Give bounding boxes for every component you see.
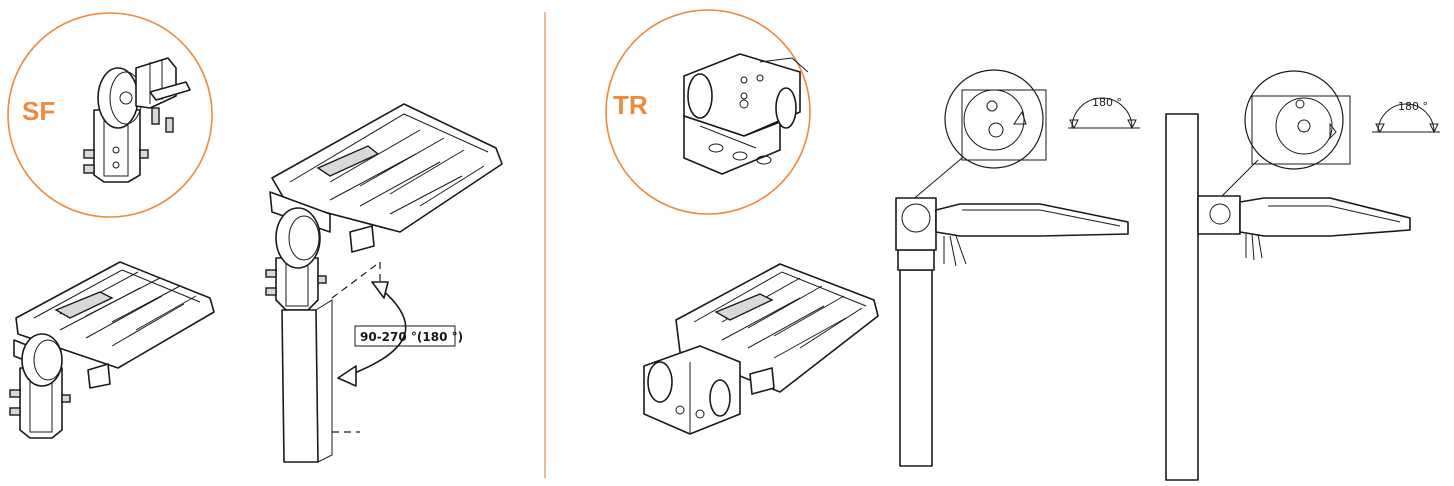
angle-label-2: 180 ° [1398,100,1428,113]
sf-slipfitter-illustration [83,57,191,183]
sf-fixture-small [9,261,215,439]
zoom-detail-circle-2 [1244,70,1344,170]
tr-pole-top-mount: 180 ° [895,69,1140,467]
zoom-detail-circle [944,69,1044,169]
tr-trunnion-illustration [683,53,809,175]
angle-label-1: 180 ° [1092,96,1122,109]
tr-detail-callout: TR [605,9,811,215]
tr-fixture-small [643,263,879,435]
sf-pole-assembly: 90-270 °(180 °) [265,103,503,463]
sf-detail-callout: SF [7,12,213,218]
rotation-range-label: 90-270 °(180 °) [360,330,463,344]
tr-badge-label: TR [613,90,648,120]
tr-pole-side-mount: 180 ° [1165,70,1440,481]
sf-badge-label: SF [22,96,55,126]
